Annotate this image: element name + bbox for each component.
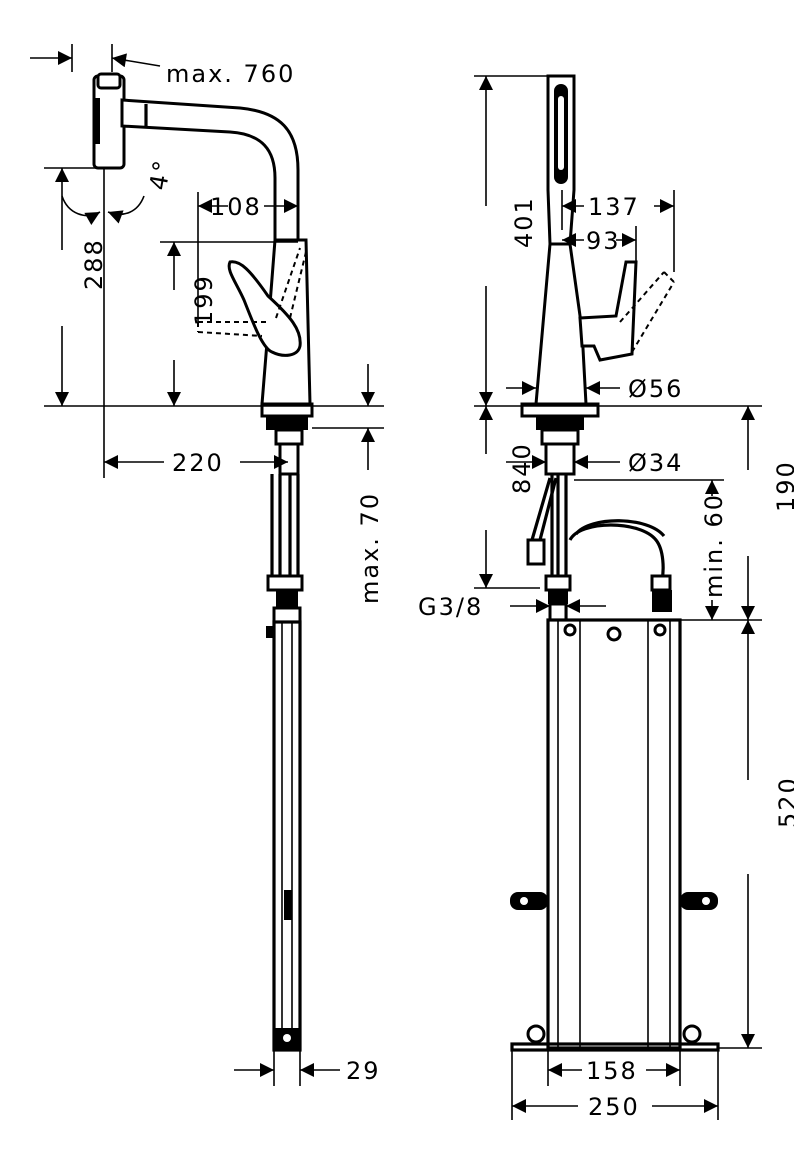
side-view [92, 72, 314, 1052]
label-max-760: max. 760 [166, 60, 295, 88]
label-g3-8: G3/8 [418, 593, 483, 621]
label-137: 137 [588, 193, 640, 221]
label-93: 93 [586, 227, 621, 255]
label-288: 288 [80, 238, 108, 290]
label-401: 401 [510, 196, 538, 248]
label-250: 250 [588, 1093, 640, 1121]
label-190: 190 [772, 460, 794, 512]
label-199: 199 [190, 274, 218, 326]
label-dia-34: Ø34 [628, 449, 683, 477]
label-520: 520 [774, 776, 794, 828]
label-max-70: max. 70 [356, 492, 384, 604]
label-min-60: min. 60 [700, 493, 728, 598]
dimension-lines [30, 44, 762, 1120]
label-840: 840 [508, 442, 536, 494]
label-158: 158 [586, 1057, 638, 1085]
front-view [510, 74, 720, 1052]
label-dia-56: Ø56 [628, 375, 683, 403]
label-220: 220 [172, 449, 224, 477]
label-29: 29 [346, 1057, 381, 1085]
label-angle-4: 4° [144, 157, 177, 193]
label-108: 108 [210, 193, 262, 221]
dimension-labels: max. 760 4° 108 288 199 220 max. 70 29 4… [80, 60, 794, 1121]
